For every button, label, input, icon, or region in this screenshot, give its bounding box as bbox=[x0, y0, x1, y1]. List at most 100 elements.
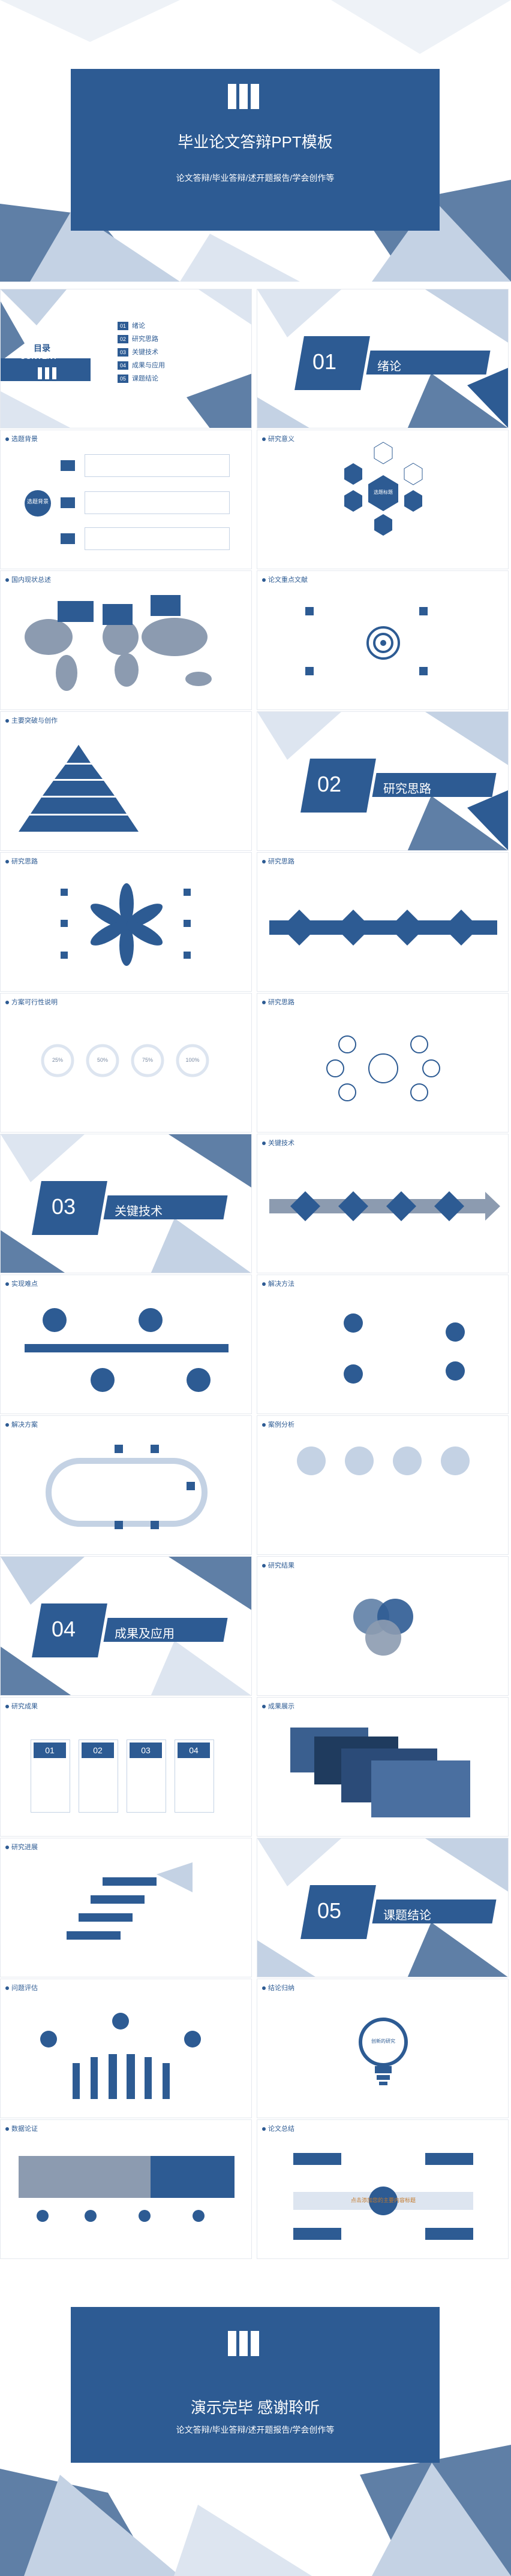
toc-decor bbox=[1, 289, 251, 428]
slide-label: 案例分析 bbox=[262, 1420, 294, 1429]
hexagon-diagram bbox=[344, 442, 423, 536]
slide-status: 国内现状总述 bbox=[0, 570, 252, 710]
section-name: 成果及应用 bbox=[115, 1627, 175, 1641]
slide-results: 研究结果 bbox=[257, 1556, 509, 1696]
slide-label: 论文总结 bbox=[262, 2124, 294, 2133]
slide-label: 主要突破与创作 bbox=[5, 715, 58, 725]
card-number: 04 bbox=[178, 1743, 210, 1758]
cover-subtitle: 论文答辩/毕业答辩/述开题报告/学会创作等 bbox=[176, 173, 335, 183]
section-number: 04 bbox=[52, 1617, 76, 1641]
closing-slide: 演示完毕 感谢聆听 论文答辩/毕业答辩/述开题报告/学会创作等 bbox=[0, 2277, 511, 2576]
books-icon bbox=[228, 2331, 259, 2356]
books-icon bbox=[228, 84, 259, 109]
card-number: 01 bbox=[34, 1743, 66, 1758]
section-name: 课题结论 bbox=[383, 1909, 431, 1922]
card bbox=[127, 1740, 166, 1813]
percent-rings bbox=[41, 1044, 209, 1077]
slide-scheme: 研究思路 bbox=[257, 993, 509, 1133]
slide-label: 解决方法 bbox=[262, 1279, 294, 1288]
percent-label: 25% bbox=[52, 1057, 63, 1063]
cover-title: 毕业论文答辩PPT模板 bbox=[178, 133, 333, 151]
world-map bbox=[25, 595, 212, 691]
arrow-process bbox=[269, 1191, 500, 1221]
section-05-slide: 05 课题结论 bbox=[257, 1838, 509, 1977]
section-decor bbox=[257, 1838, 508, 1977]
bulb-icon bbox=[359, 2018, 408, 2085]
slide-solution: 实现难点 bbox=[0, 1275, 252, 1414]
card bbox=[175, 1740, 214, 1813]
pyramid-diagram bbox=[19, 745, 139, 832]
circle-icons-diagram bbox=[326, 1035, 440, 1101]
text-box bbox=[85, 527, 230, 550]
section-03-slide: 03 关键技术 bbox=[0, 1134, 252, 1273]
card-number: 02 bbox=[82, 1743, 114, 1758]
section-number: 05 bbox=[317, 1898, 342, 1923]
slide-label: 方案可行性说明 bbox=[5, 997, 58, 1007]
closing-subtitle: 论文答辩/毕业答辩/述开题报告/学会创作等 bbox=[176, 2425, 335, 2435]
step-box bbox=[61, 460, 75, 471]
slide-label: 国内现状总述 bbox=[5, 575, 51, 584]
books-icon bbox=[38, 367, 56, 379]
slide-label: 关键技术 bbox=[262, 1138, 294, 1147]
slide-method: 研究思路 bbox=[0, 852, 252, 992]
closing-title: 演示完毕 感谢聆听 bbox=[190, 2399, 320, 2417]
section-decor bbox=[1, 1134, 251, 1273]
slide-method-2: 研究思路 bbox=[257, 852, 509, 992]
stair-diagram bbox=[67, 1862, 193, 1940]
card-number: 03 bbox=[130, 1743, 162, 1758]
section-02-slide: 02 研究思路 bbox=[257, 711, 509, 851]
section-04-slide: 04 成果及应用 bbox=[0, 1556, 252, 1696]
slide-label: 结论归纳 bbox=[262, 1983, 294, 1992]
slide-label: 研究成果 bbox=[5, 1701, 38, 1711]
slide-data: 数据论证 bbox=[0, 2119, 252, 2259]
slide-significance: 研究意义 选题标题 bbox=[257, 430, 509, 569]
cover-slide: 毕业论文答辩PPT模板 论文答辩/毕业答辩/述开题报告/学会创作等 bbox=[0, 0, 511, 282]
slide-label: 论文重点文献 bbox=[262, 575, 308, 584]
slide-label: 研究意义 bbox=[262, 434, 294, 443]
closing-title-panel: 演示完毕 感谢聆听 论文答辩/毕业答辩/述开题报告/学会创作等 bbox=[71, 2307, 440, 2463]
percent-label: 50% bbox=[97, 1057, 108, 1063]
slide-achieve: 研究成果 01 02 03 04 bbox=[0, 1697, 252, 1837]
rounded-icons bbox=[344, 1313, 465, 1384]
timeline-diagram bbox=[25, 1308, 229, 1392]
slide-conclusion: 结论归纳 创新的研究 bbox=[257, 1979, 509, 2118]
closing-background bbox=[0, 2445, 511, 2576]
toc-title-en: CONTENT bbox=[20, 352, 58, 361]
venn-diagram bbox=[353, 1599, 413, 1656]
slide-cases: 案例分析 bbox=[257, 1415, 509, 1555]
slide-content: 主要突破与创作 bbox=[0, 711, 252, 851]
percent-label: 75% bbox=[142, 1057, 153, 1063]
slide-label: 问题评估 bbox=[5, 1983, 38, 1992]
slide-evaluation: 问题评估 bbox=[0, 1979, 252, 2118]
diamond-diagram bbox=[269, 910, 497, 946]
card bbox=[79, 1740, 118, 1813]
section-decor bbox=[257, 289, 508, 428]
petal-diagram bbox=[61, 883, 191, 966]
slide-feasibility: 方案可行性说明 25% 50% 75% 100% bbox=[0, 993, 252, 1133]
bulb-label: 创新的研究 bbox=[371, 2039, 395, 2044]
section-number: 02 bbox=[317, 772, 342, 796]
toc-title-cn: 目录 bbox=[34, 343, 50, 353]
section-01-slide: 01 绪论 bbox=[257, 289, 509, 428]
center-label: 选题标题 bbox=[374, 490, 393, 495]
slide-background: 选题背景 选题背景 bbox=[0, 430, 252, 569]
slide-label: 研究思路 bbox=[262, 997, 294, 1007]
slide-progress: 研究进展 bbox=[0, 1838, 252, 1977]
closing-message: 点击添加您的主要内容标题 bbox=[350, 2197, 416, 2203]
card bbox=[31, 1740, 70, 1813]
text-box bbox=[85, 454, 230, 477]
step-box bbox=[61, 497, 75, 508]
slide-summary: 论文总结 点击添加您的主要内容标题 bbox=[257, 2119, 509, 2259]
slide-label: 成果展示 bbox=[262, 1701, 294, 1711]
section-name: 研究思路 bbox=[383, 783, 431, 796]
case-photos bbox=[297, 1446, 470, 1475]
center-circle bbox=[25, 490, 51, 517]
section-name: 关键技术 bbox=[115, 1205, 163, 1218]
slide-label: 研究进展 bbox=[5, 1842, 38, 1852]
